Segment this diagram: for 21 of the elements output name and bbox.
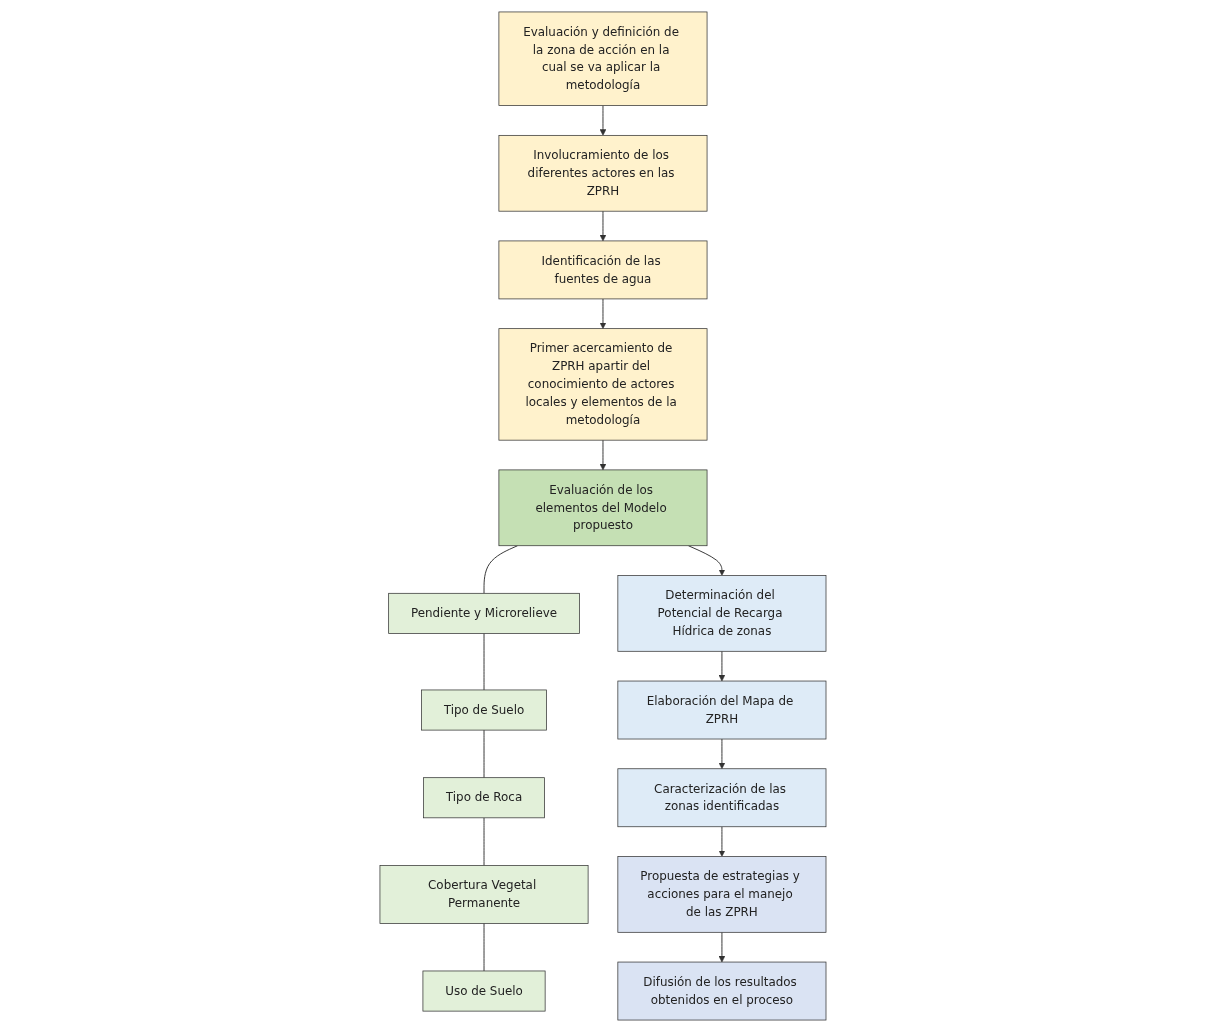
connector — [483, 544, 519, 594]
node-box — [617, 855, 827, 933]
node-box — [421, 689, 547, 730]
flowchart-diagram: Evaluación y definición de la zona de acción en la cual se va aplicar la metodología Involucramiento de los diferentes actores en las ZPRH Identificación de las fuentes de agua Primer acercamiento de ZPRH apartir del conocimiento de actores locales y elementos de la metodología Evaluación de los elementos del Modelo propuesto Pendiente y Microrelieve Tipo de Suelo Tipo de Roca Cobertura Vegetal Permanente Uso de Suelo Determinación del Potencial de Recarga Hídrica de zonas Elaboración del Mapa de ZPRH Caracterización de las zonas identificadas Propuesta de estrategias y acciones para el manejo de las ZPRH Difusión de los resultados obtenidos en el proceso — [374, 5, 832, 1026]
node-box — [422, 970, 546, 1011]
node-box — [617, 574, 827, 652]
node-box — [498, 469, 708, 546]
connector — [483, 922, 485, 971]
connector — [483, 816, 485, 866]
connector — [483, 729, 485, 778]
connector — [483, 632, 485, 690]
node-box — [617, 961, 827, 1020]
node-box — [617, 767, 827, 827]
node-box — [379, 864, 589, 924]
node-box — [498, 11, 708, 106]
node-box — [498, 327, 708, 441]
node-box — [388, 592, 580, 634]
node-box — [498, 240, 708, 299]
node-box — [617, 680, 827, 739]
node-box — [423, 776, 545, 818]
node-box — [498, 134, 708, 212]
